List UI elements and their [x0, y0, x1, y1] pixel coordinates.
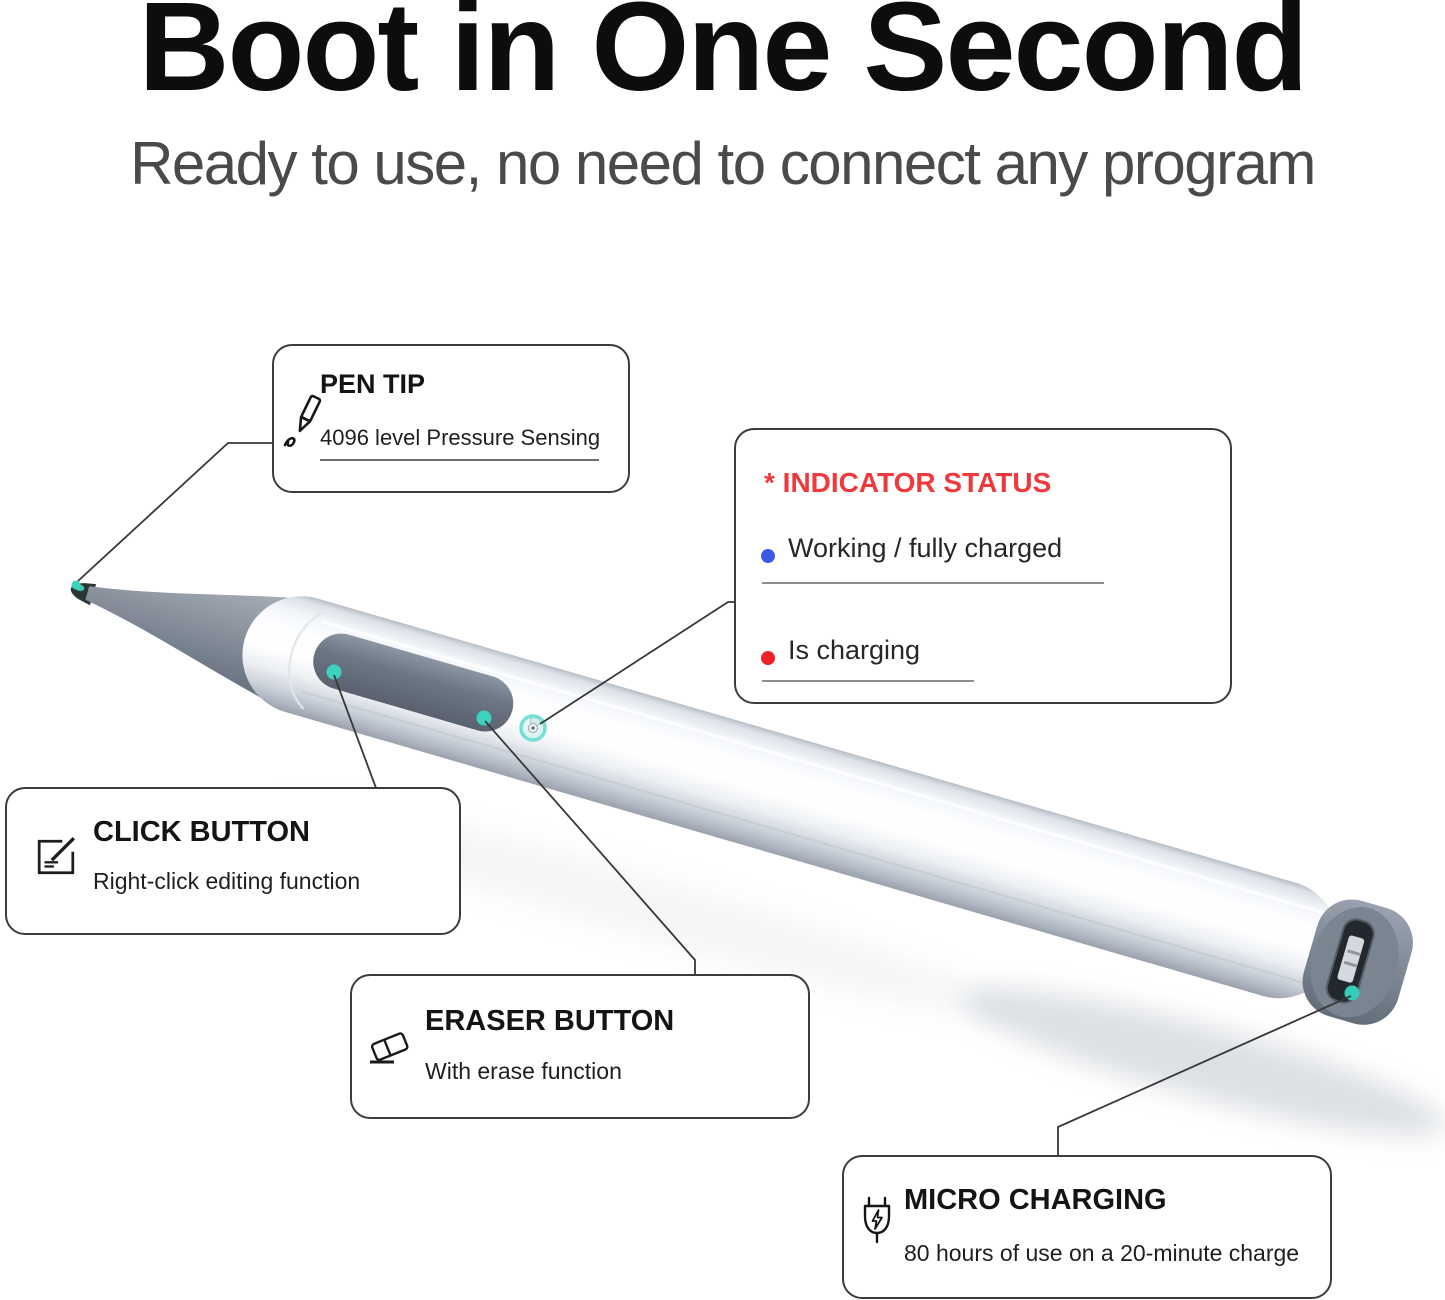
leader-line-charging	[1057, 995, 1352, 1157]
pen-writing-icon	[283, 394, 322, 448]
pen-rocker-button	[313, 633, 514, 732]
pen-facet-line-bottom	[301, 690, 1309, 986]
micro-charging-title: MICRO CHARGING	[904, 1184, 1167, 1216]
red-status-dot	[761, 651, 775, 665]
blue-status-dot	[761, 549, 775, 563]
charging-underline	[762, 680, 974, 682]
anchor-pen-tip	[71, 580, 81, 590]
working-underline	[762, 582, 1104, 584]
indicator-item-charging: Is charging	[788, 635, 921, 665]
indicator-status-title: * INDICATOR STATUS	[764, 467, 1052, 498]
pen-tip-title: PEN TIP	[320, 369, 426, 399]
callout-indicator-status: * INDICATOR STATUS Working / fully charg…	[734, 428, 1232, 704]
indicator-led-center	[531, 726, 535, 730]
callout-eraser-button: ERASER BUTTON With erase function	[350, 974, 810, 1119]
pen-tip-underline	[320, 459, 599, 461]
edit-square-icon	[37, 836, 76, 875]
usb-port-contact2	[1343, 960, 1358, 968]
leader-line-eraser-button	[484, 720, 696, 976]
click-button-description: Right-click editing function	[93, 868, 361, 894]
leader-line-indicator	[539, 601, 736, 725]
pen-body	[242, 596, 1339, 999]
anchor-eraser-button	[476, 710, 492, 726]
anchor-click-button	[326, 664, 342, 680]
eraser-icon	[370, 1032, 409, 1064]
page-title: Boot in One Second	[138, 0, 1308, 117]
page-subtitle: Ready to use, no need to connect any pro…	[130, 130, 1316, 197]
callout-pen-tip: PEN TIP 4096 level Pressure Sensing	[272, 344, 630, 493]
pen-collar-seam	[288, 607, 333, 710]
pen-tip-description: 4096 level Pressure Sensing	[320, 425, 601, 450]
callout-micro-charging: MICRO CHARGING 80 hours of use on a 20-m…	[842, 1155, 1332, 1299]
click-button-title: CLICK BUTTON	[93, 816, 310, 848]
usb-port-contact	[1347, 949, 1361, 956]
callout-click-button: CLICK BUTTON Right-click editing functio…	[5, 787, 461, 935]
charging-plug-icon	[863, 1196, 891, 1244]
micro-charging-description: 80 hours of use on a 20-minute charge	[904, 1240, 1300, 1266]
eraser-button-title: ERASER BUTTON	[425, 1005, 675, 1037]
leader-line-click-button	[333, 674, 377, 789]
usb-port-tongue	[1337, 935, 1365, 983]
eraser-button-description: With erase function	[425, 1058, 622, 1084]
stylus-pen	[70, 583, 1413, 1025]
pen-facet-line-top	[322, 620, 1325, 915]
indicator-item-working: Working / fully charged	[788, 533, 1063, 563]
leader-line-pen-tip	[77, 442, 274, 582]
